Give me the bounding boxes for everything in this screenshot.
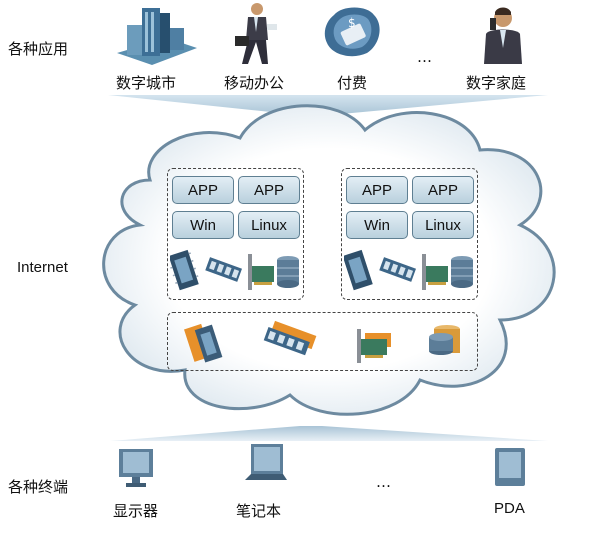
walking-businessman-icon bbox=[235, 3, 277, 64]
cpu-icon bbox=[170, 249, 199, 291]
app-label-home: 数字家庭 bbox=[466, 74, 527, 92]
network-card-icon bbox=[248, 254, 274, 290]
internet-label: Internet bbox=[17, 259, 68, 276]
cpu-icon bbox=[344, 249, 373, 291]
app-ellipsis: … bbox=[417, 48, 432, 66]
memory-icon bbox=[379, 257, 416, 282]
payment-card-icon: $ bbox=[324, 7, 380, 57]
storage-icon bbox=[451, 256, 473, 288]
terminal-label-monitor: 显示器 bbox=[113, 502, 159, 520]
server1-app-2: APP bbox=[238, 176, 300, 204]
apps-beam bbox=[108, 95, 548, 115]
storage-icon bbox=[277, 256, 299, 288]
laptop-icon bbox=[245, 444, 287, 480]
terminals-title: 各种终端 bbox=[8, 478, 69, 496]
terminal-ellipsis: … bbox=[376, 473, 391, 491]
monitor-icon bbox=[119, 449, 153, 487]
storage-icon bbox=[429, 325, 460, 355]
cpu-icon bbox=[184, 323, 223, 363]
network-card-icon bbox=[422, 254, 448, 290]
memory-icon bbox=[205, 257, 242, 282]
terminal-label-pda: PDA bbox=[494, 500, 525, 517]
server1-app-1: APP bbox=[172, 176, 234, 204]
server2-os-win: Win bbox=[346, 211, 408, 239]
terminal-label-laptop: 笔记本 bbox=[236, 502, 282, 520]
server-box-2 bbox=[341, 168, 478, 300]
app-label-office: 移动办公 bbox=[224, 74, 285, 92]
terminals-beam bbox=[110, 426, 548, 441]
server1-os-linux: Linux bbox=[238, 211, 300, 239]
server1-hardware bbox=[170, 249, 299, 291]
pda-icon bbox=[495, 448, 525, 486]
memory-icon bbox=[263, 320, 317, 356]
network-card-icon bbox=[357, 329, 391, 363]
app-label-city: 数字城市 bbox=[116, 74, 177, 92]
server-box-1 bbox=[167, 168, 304, 300]
resource-pool-box bbox=[167, 312, 478, 371]
server1-os-win: Win bbox=[172, 211, 234, 239]
apps-title: 各种应用 bbox=[8, 40, 69, 58]
phone-user-icon bbox=[484, 7, 522, 64]
city-buildings-icon bbox=[117, 8, 197, 65]
server2-app-1: APP bbox=[346, 176, 408, 204]
server2-hardware bbox=[344, 249, 473, 291]
server2-app-2: APP bbox=[412, 176, 474, 204]
app-label-payment: 付费 bbox=[337, 74, 368, 92]
resource-pool-icons bbox=[184, 320, 460, 363]
server2-os-linux: Linux bbox=[412, 211, 474, 239]
svg-text:$: $ bbox=[348, 16, 356, 30]
